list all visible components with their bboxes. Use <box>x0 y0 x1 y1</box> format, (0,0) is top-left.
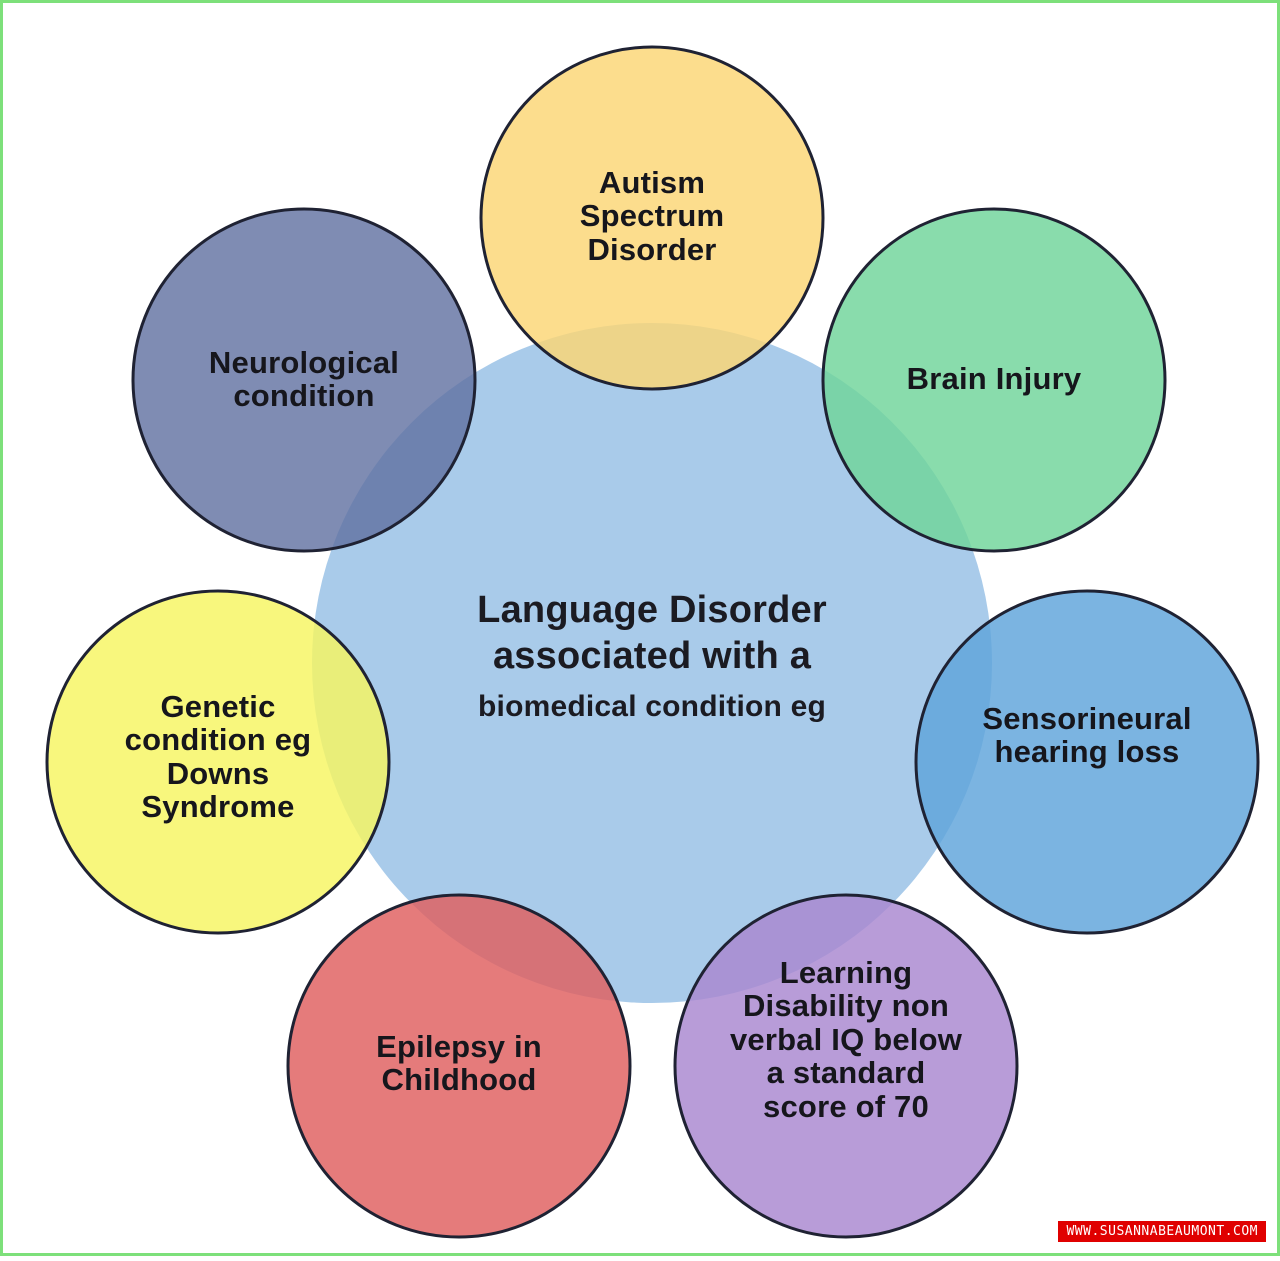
genetic-label: Genetic condition eg Downs Syndrome <box>108 690 328 824</box>
autism-label: Autism Spectrum Disorder <box>552 166 752 266</box>
center-label: Language Disorder associated with a biom… <box>412 588 892 725</box>
neurological-label: Neurological condition <box>194 346 414 413</box>
center-subtitle: biomedical condition eg <box>412 689 892 725</box>
brain-injury-label: Brain Injury <box>874 362 1114 395</box>
watermark: WWW.SUSANNABEAUMONT.COM <box>1058 1221 1266 1242</box>
epilepsy-label: Epilepsy in Childhood <box>354 1030 564 1097</box>
center-title: Language Disorder associated with a <box>412 588 892 679</box>
hearing-loss-label: Sensorineural hearing loss <box>962 702 1212 769</box>
learning-disability-label: Learning Disability non verbal IQ below … <box>726 956 966 1123</box>
